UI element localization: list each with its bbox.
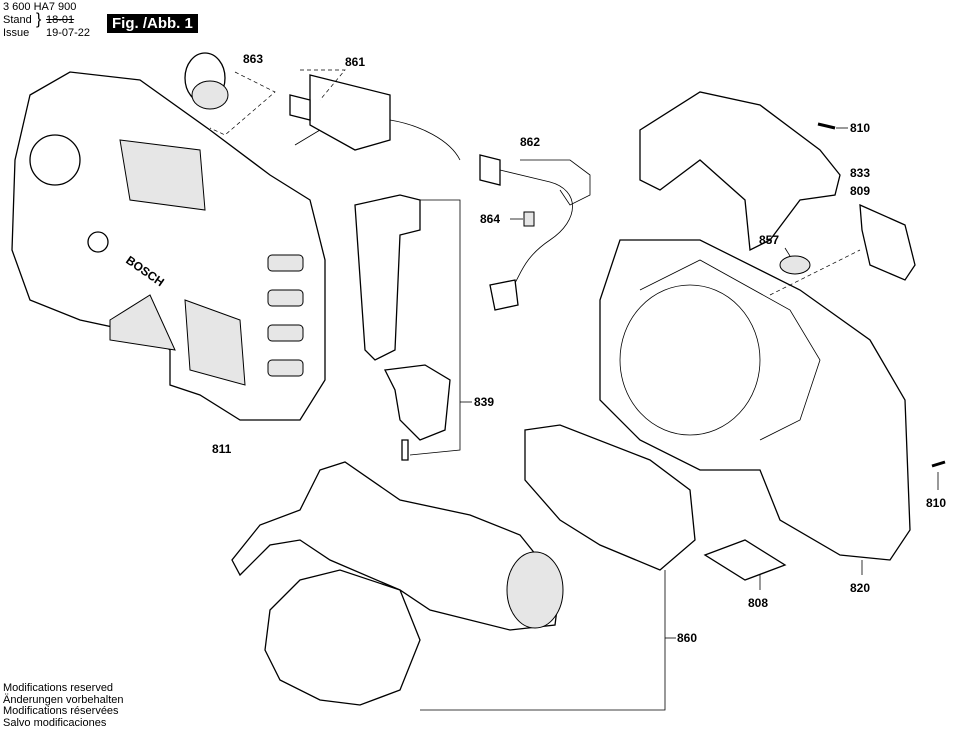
part-857-cap <box>779 255 811 275</box>
label-809: 809 <box>850 184 870 198</box>
label-863: 863 <box>243 52 263 66</box>
old-date: 18-01 <box>46 14 75 26</box>
footer-notice: Modifications reserved Änderungen vorbeh… <box>3 682 124 729</box>
label-810-right: 810 <box>926 496 946 510</box>
label-839: 839 <box>474 395 494 409</box>
part-811-front-housing: BOSCH <box>11 71 326 421</box>
leader-860 <box>420 570 666 711</box>
footer-line-de: Änderungen vorbehalten <box>3 693 124 706</box>
stand-label: Stand <box>3 14 32 26</box>
label-808: 808 <box>748 596 768 610</box>
part-863-knob <box>184 52 229 110</box>
label-862: 862 <box>520 135 540 149</box>
part-839-hose-holder <box>354 194 451 461</box>
label-864: 864 <box>480 212 500 226</box>
part-810-screw-right <box>931 460 946 468</box>
footer-line-fr: Modifications réservées <box>3 705 119 717</box>
footer-line-es: Salvo modificaciones <box>3 716 107 729</box>
footer-line-en: Modifications reserved <box>3 682 114 694</box>
label-820: 820 <box>850 581 870 595</box>
part-860-motor-pump <box>231 424 696 706</box>
leader-857 <box>784 247 791 257</box>
label-810-top: 810 <box>850 121 870 135</box>
part-864-clip <box>523 211 535 227</box>
part-809-label <box>859 203 916 281</box>
part-833-top-cover <box>639 91 841 252</box>
label-860: 860 <box>677 631 697 645</box>
document-number: 3 600 HA7 900 <box>3 1 77 13</box>
issue-date: 19-07-22 <box>46 27 91 39</box>
part-820-rear-housing <box>599 239 911 561</box>
figure-label: Fig. /Abb. 1 <box>107 14 198 33</box>
issue-label: Issue <box>3 27 30 39</box>
part-810-screw-top <box>817 122 836 130</box>
label-811: 811 <box>212 442 232 456</box>
leader-820-dash <box>769 249 861 296</box>
leader-861 <box>300 69 346 101</box>
label-857: 857 <box>759 233 779 247</box>
part-862-power-cable <box>479 154 573 311</box>
part-808-label <box>703 539 787 581</box>
brace: } <box>36 11 42 28</box>
label-833: 833 <box>850 166 870 180</box>
leader-839 <box>409 199 461 456</box>
part-861-switch <box>289 74 461 161</box>
leader-863 <box>209 71 276 136</box>
leader-862 <box>520 159 591 206</box>
label-861: 861 <box>345 55 365 69</box>
